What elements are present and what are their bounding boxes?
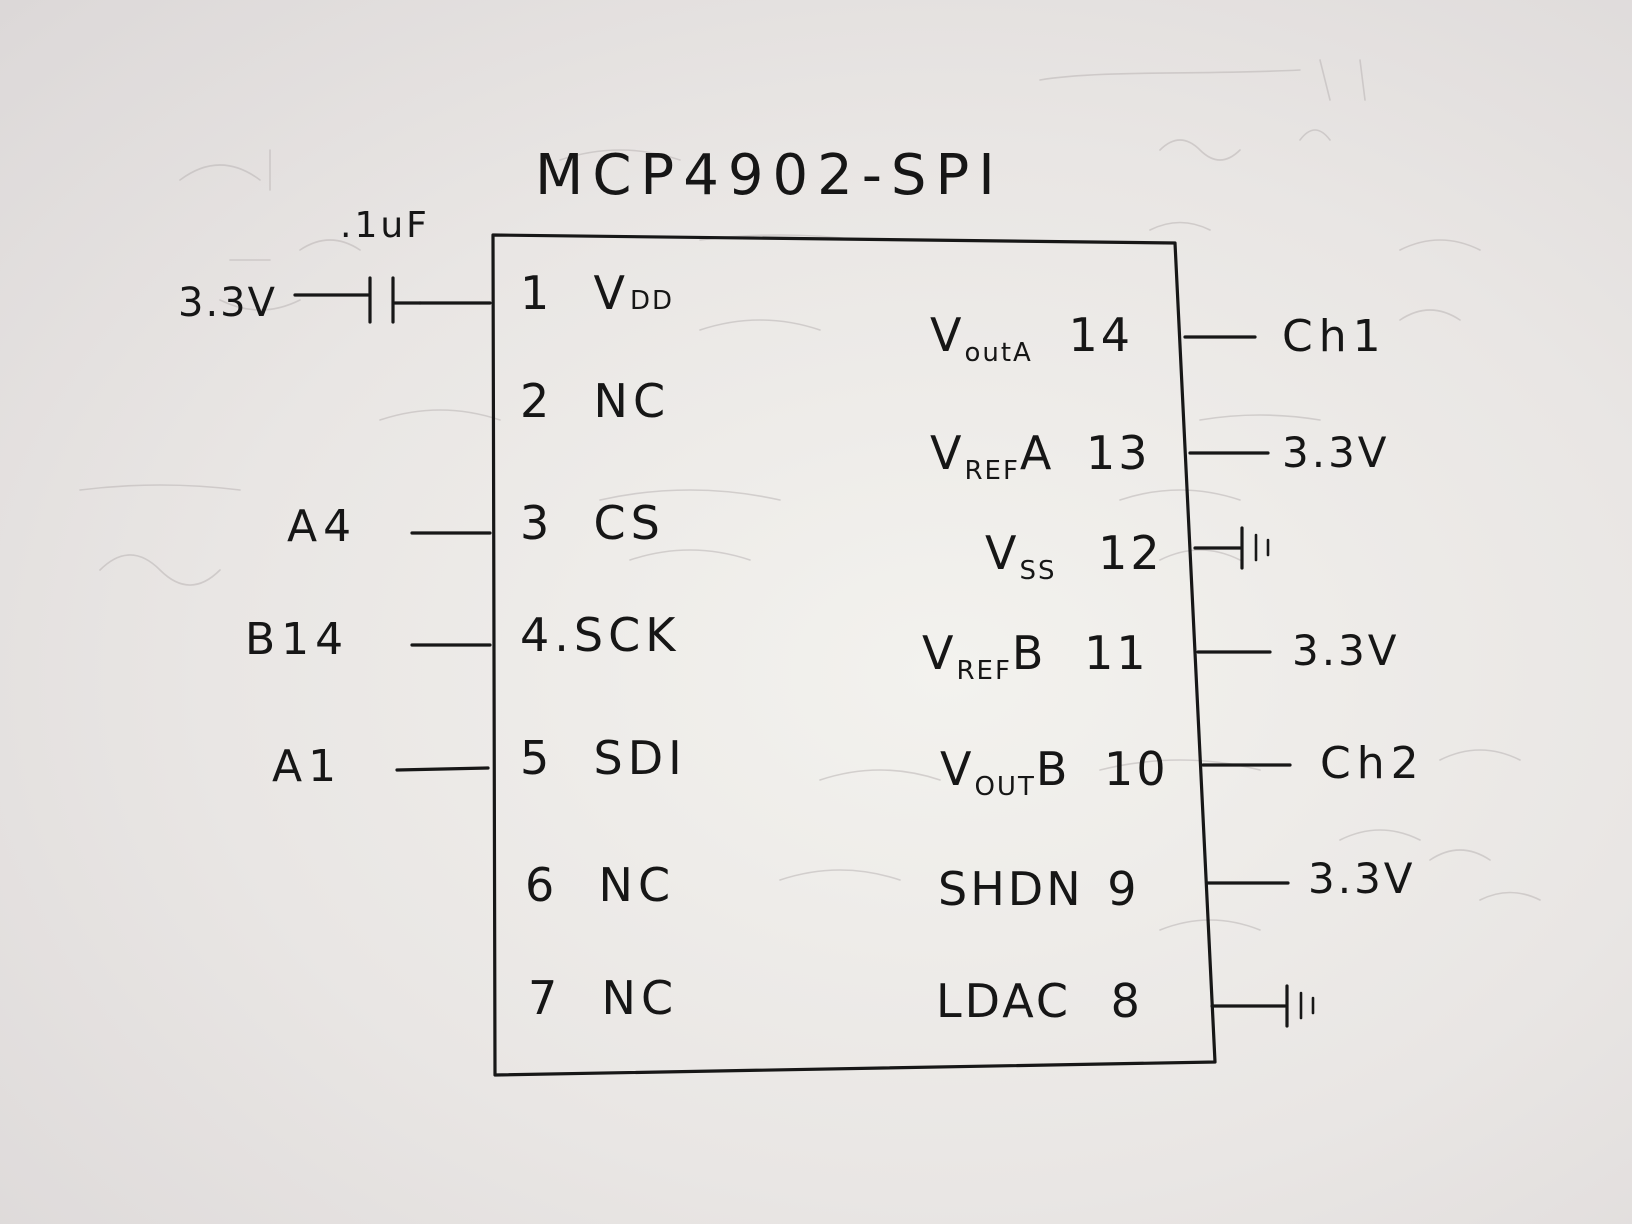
- pin-2-label: 2 NC: [520, 374, 671, 428]
- pin-11-label: VREFB 11: [922, 626, 1149, 686]
- ground-icon: [1285, 984, 1315, 1028]
- pin-10-label: VOUTB 10: [940, 742, 1169, 802]
- ground-icon: [1240, 526, 1270, 570]
- net-pin-13: 3.3V: [1282, 428, 1390, 477]
- net-pin-14: Ch1: [1282, 311, 1387, 362]
- pin-13-label: VREFA 13: [930, 426, 1151, 486]
- chip-body: [491, 233, 1217, 1077]
- net-pin-4: B14: [245, 614, 350, 665]
- pin-7-label: 7 NC: [528, 971, 679, 1025]
- pin-4-label: 4.SCK: [520, 608, 681, 662]
- net-pin-11: 3.3V: [1292, 626, 1400, 675]
- net-pin-9: 3.3V: [1308, 854, 1416, 903]
- capacitor-value: .1uF: [340, 205, 430, 246]
- pin-1-label: 1 VDD: [520, 266, 675, 320]
- pin-8-label: LDAC 8: [936, 974, 1143, 1028]
- pin-9-label: SHDN 9: [938, 862, 1140, 916]
- net-pin-10: Ch2: [1320, 738, 1425, 789]
- net-pin-3: A4: [287, 501, 358, 552]
- pin-6-label: 6 NC: [525, 858, 676, 912]
- capacitor-icon: [293, 276, 422, 324]
- pin-5-label: 5 SDI: [520, 731, 687, 785]
- pin-3-label: 3 CS: [520, 496, 665, 550]
- chip-title: MCP4902-SPI: [535, 143, 1004, 208]
- wire-pin-5: [395, 766, 490, 772]
- pin-12-label: VSS 12: [985, 526, 1163, 586]
- supply-label: 3.3V: [178, 280, 277, 326]
- net-pin-5: A1: [272, 741, 343, 792]
- pin-14-label: VoutA 14: [930, 308, 1134, 368]
